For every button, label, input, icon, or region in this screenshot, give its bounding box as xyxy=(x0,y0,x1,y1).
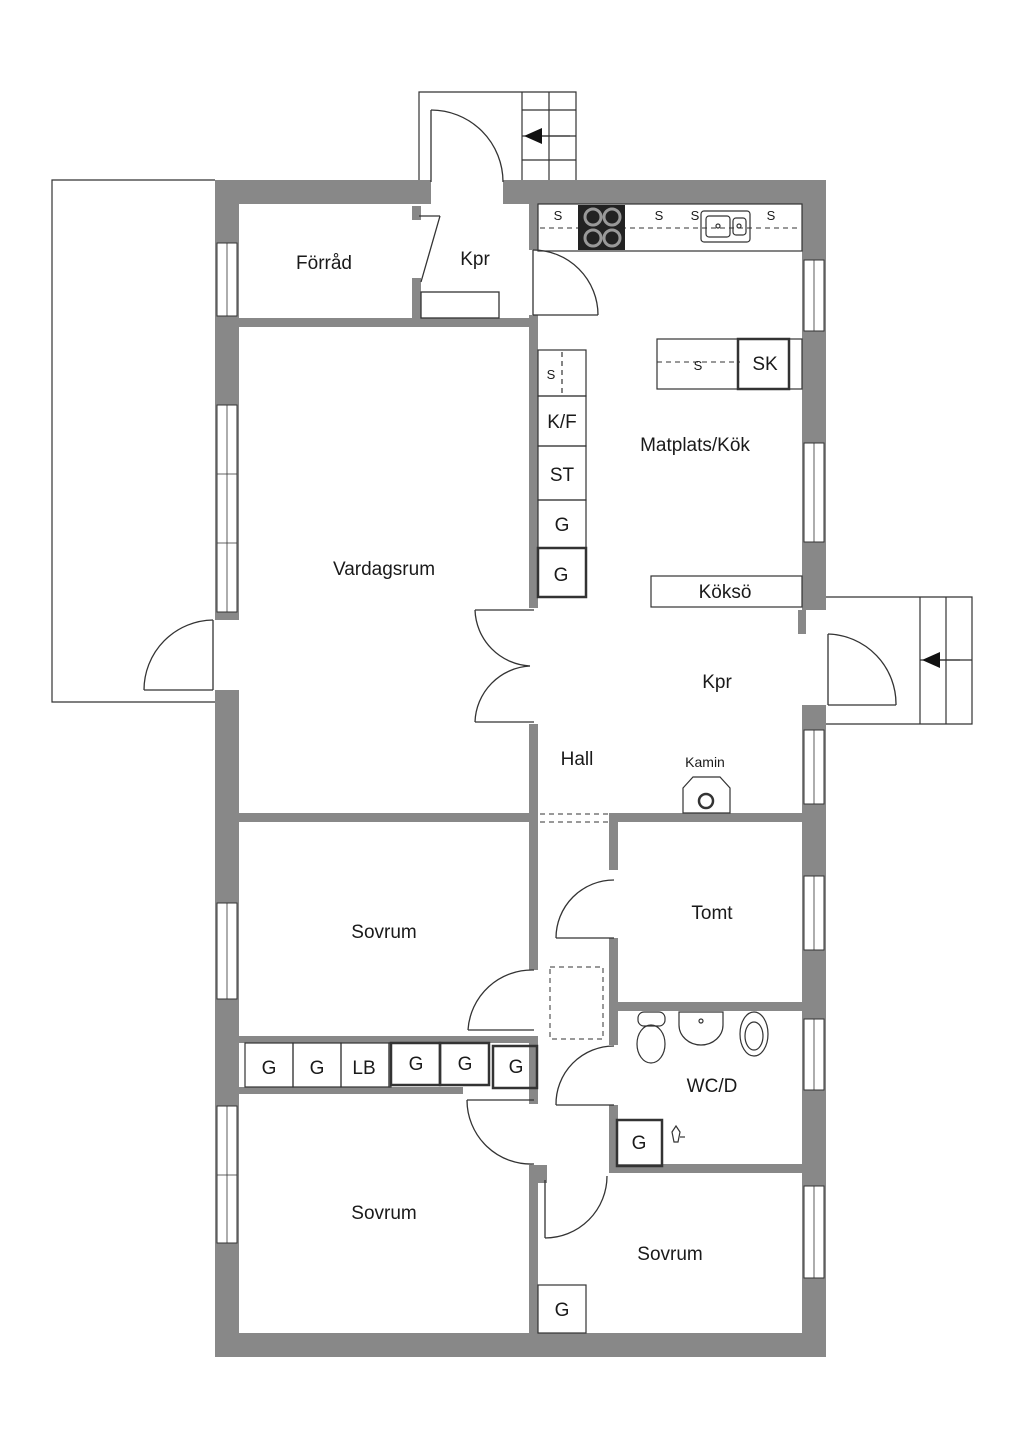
door-tomt xyxy=(555,879,615,939)
window-mullions xyxy=(217,243,815,1278)
label-sovrum-1: Sovrum xyxy=(351,922,416,943)
label-s-3: S xyxy=(691,208,700,223)
door-sovrum-2 xyxy=(466,1099,535,1165)
label-sovrum-3: Sovrum xyxy=(637,1244,702,1265)
label-tomt: Tomt xyxy=(691,903,733,924)
label-g-kitchen-1: G xyxy=(555,515,570,536)
kitchen-column-units xyxy=(536,349,588,599)
door-sovrum-1 xyxy=(467,969,535,1031)
door-wcd xyxy=(555,1045,615,1106)
room-labels: Förråd Kpr Matplats/Kök Vardagsrum Kpr H… xyxy=(296,249,750,1265)
label-g-wardrobe-1: G xyxy=(262,1058,277,1079)
door-sovrum-3 xyxy=(544,1175,608,1239)
washbasin-icon xyxy=(678,1011,724,1046)
label-s-1: S xyxy=(554,208,563,223)
door-entrance-north xyxy=(430,109,504,183)
label-kf: K/F xyxy=(547,412,577,433)
toilet-icon xyxy=(636,1011,666,1064)
fireplace-icon xyxy=(682,776,731,814)
label-g-sovrum-3: G xyxy=(555,1300,570,1321)
label-s-6: S xyxy=(694,358,703,373)
dashed-markings xyxy=(540,227,800,1040)
door-entrance-east xyxy=(827,633,897,706)
label-g-wardrobe-2: G xyxy=(310,1058,325,1079)
bidet-icon xyxy=(739,1011,769,1057)
attic-hatch xyxy=(549,966,604,1040)
label-forrad: Förråd xyxy=(296,253,352,274)
label-kpr-east: Kpr xyxy=(702,672,732,693)
label-g-wardrobe-4: G xyxy=(458,1054,473,1075)
inner-walls xyxy=(239,204,806,1333)
door-terrace xyxy=(143,619,214,691)
windows xyxy=(216,242,825,1279)
door-kpr-kitchen xyxy=(532,249,599,316)
label-lb: LB xyxy=(352,1058,375,1079)
north-porch xyxy=(418,91,577,182)
label-sovrum-2: Sovrum xyxy=(351,1203,416,1224)
kitchen-counter xyxy=(537,203,803,252)
label-g-wardrobe-3: G xyxy=(409,1054,424,1075)
door-double-vardagsrum xyxy=(474,609,534,723)
label-s-5: S xyxy=(547,367,556,382)
label-koksö: Köksö xyxy=(699,582,752,603)
tap-icon xyxy=(671,1124,685,1143)
label-s-4: S xyxy=(767,208,776,223)
fixture-labels: S S S S S S SK K/F ST G G Köksö G G LB G… xyxy=(262,208,778,1321)
outer-walls xyxy=(215,180,826,1357)
doors xyxy=(143,109,897,1239)
label-g-wardrobe-5: G xyxy=(509,1057,524,1078)
label-vardagsrum: Vardagsrum xyxy=(333,559,435,580)
label-g-wc: G xyxy=(632,1133,647,1154)
label-kpr-top: Kpr xyxy=(460,249,490,270)
kitchen-east-cabinets xyxy=(656,337,803,391)
wc-cabinet xyxy=(615,1118,664,1168)
sovrum-3-wardrobe xyxy=(537,1284,587,1334)
label-matplats-kok: Matplats/Kök xyxy=(640,435,750,456)
entrance-stairs-arrow-icon xyxy=(524,128,570,144)
sink-icon xyxy=(700,210,751,243)
stove-icon xyxy=(578,205,625,250)
kpr-shelf xyxy=(420,291,500,319)
label-kamin: Kamin xyxy=(685,754,725,770)
label-wcd: WC/D xyxy=(687,1076,738,1097)
kitchen-island xyxy=(650,575,803,608)
label-hall: Hall xyxy=(561,749,594,770)
east-entrance-arrow-icon xyxy=(922,652,960,668)
label-g-kitchen-2: G xyxy=(554,565,569,586)
west-terrace xyxy=(51,179,215,703)
wardrobe-row xyxy=(244,1041,539,1090)
door-forrad xyxy=(419,215,441,283)
label-sk: SK xyxy=(752,354,778,375)
label-st: ST xyxy=(550,465,575,486)
label-s-2: S xyxy=(655,208,664,223)
